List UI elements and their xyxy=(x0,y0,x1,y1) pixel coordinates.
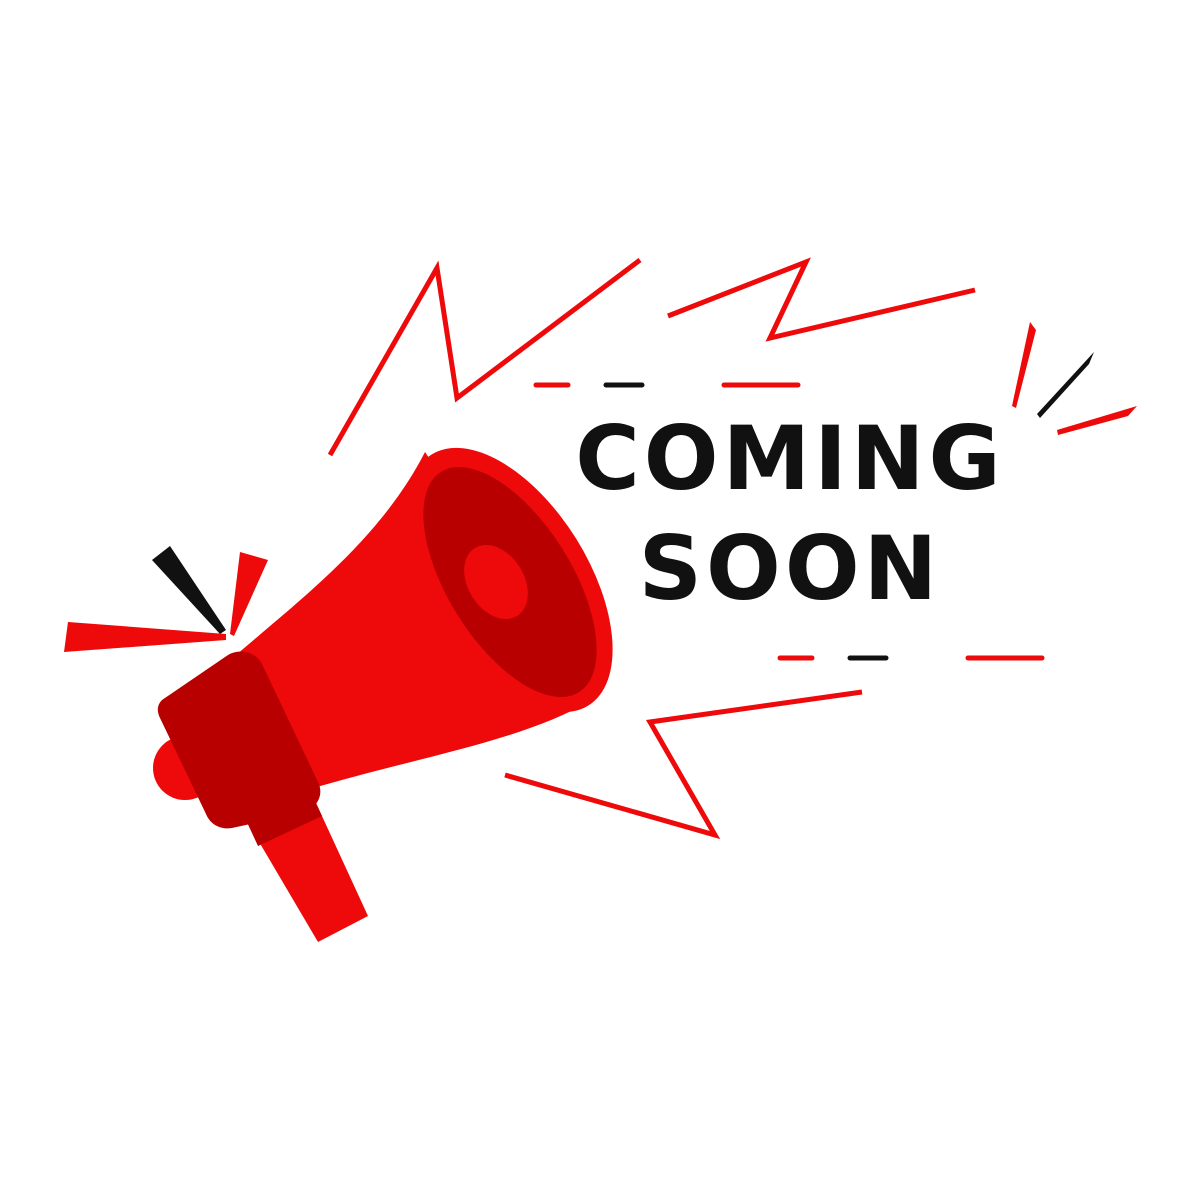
spike-red xyxy=(64,622,226,652)
megaphone-icon xyxy=(153,447,613,942)
lightning-line-top-left xyxy=(327,258,642,457)
headline-line-2: SOON xyxy=(638,517,942,620)
right-burst xyxy=(1012,322,1137,435)
spike-red xyxy=(1012,322,1036,408)
megaphone-grip xyxy=(157,651,321,829)
headline-line-1: COMING xyxy=(575,407,1005,510)
megaphone-speaker xyxy=(464,544,528,620)
spike-black xyxy=(1037,352,1094,418)
spike-red xyxy=(1057,406,1137,435)
coming-soon-heading: COMING SOON xyxy=(520,415,1060,635)
megaphone-horn xyxy=(230,452,592,792)
spike-black xyxy=(152,546,226,634)
lightning-line-bottom xyxy=(504,689,863,840)
spike-red xyxy=(230,552,268,636)
lightning-line-top-right xyxy=(667,257,976,342)
left-burst xyxy=(64,546,268,652)
